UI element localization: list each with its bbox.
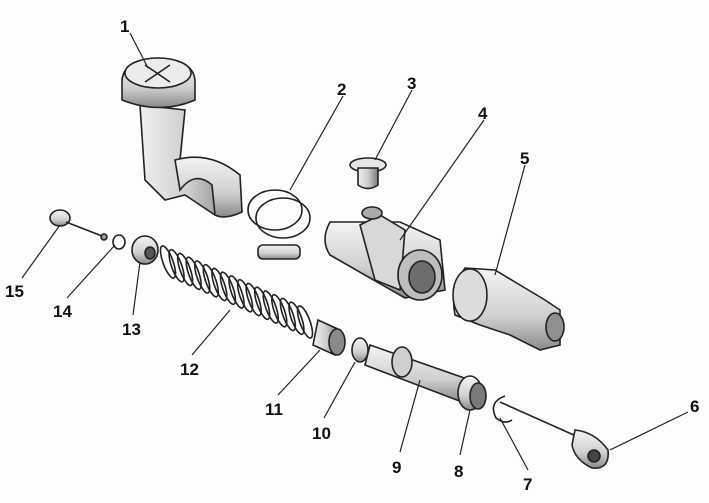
part-reservoir bbox=[121, 57, 243, 218]
part-pushrod bbox=[499, 401, 609, 469]
spring-coil bbox=[279, 297, 297, 332]
spring-coil bbox=[288, 301, 305, 336]
part-spring-seat bbox=[131, 235, 159, 265]
callout-9: 9 bbox=[392, 458, 401, 477]
leader-lines bbox=[21, 32, 689, 471]
part-hose-clamp bbox=[247, 189, 311, 260]
spring-coil bbox=[253, 286, 271, 321]
part-valve-stem bbox=[49, 209, 108, 241]
part-piston-seal bbox=[457, 375, 487, 411]
part-spring bbox=[159, 245, 314, 339]
spring-coil bbox=[296, 305, 314, 339]
callout-labels: 1 2 3 4 5 6 7 8 9 10 11 12 13 14 15 bbox=[5, 17, 699, 494]
spring-coil bbox=[176, 252, 194, 287]
callout-15: 15 bbox=[5, 282, 24, 301]
part-circlip bbox=[492, 395, 513, 423]
part-fitting bbox=[349, 157, 387, 190]
part-bushing bbox=[312, 318, 346, 357]
callout-3: 3 bbox=[407, 74, 416, 93]
part-cylinder-body bbox=[324, 206, 446, 301]
spring-coil bbox=[193, 260, 211, 294]
callout-5: 5 bbox=[520, 149, 529, 168]
spring-coil bbox=[245, 282, 262, 317]
callout-1: 1 bbox=[120, 17, 129, 36]
spring-coil bbox=[211, 267, 228, 302]
callout-14: 14 bbox=[53, 302, 72, 321]
callout-8: 8 bbox=[454, 462, 463, 481]
spring-coil bbox=[202, 263, 220, 298]
part-piston bbox=[364, 343, 472, 404]
part-seal bbox=[351, 337, 369, 363]
spring-coil bbox=[159, 245, 177, 279]
spring-coil bbox=[168, 248, 185, 283]
callout-13: 13 bbox=[122, 320, 141, 339]
part-rubber-boot bbox=[452, 267, 565, 351]
callout-6: 6 bbox=[690, 397, 699, 416]
spring-coil bbox=[262, 290, 280, 324]
spring-coil bbox=[271, 293, 288, 328]
callout-4: 4 bbox=[478, 104, 488, 123]
spring-coil bbox=[228, 275, 245, 309]
callout-11: 11 bbox=[265, 400, 283, 419]
callout-2: 2 bbox=[337, 80, 346, 99]
spring-coil bbox=[219, 271, 237, 306]
callout-10: 10 bbox=[312, 424, 331, 443]
spring-coil bbox=[236, 278, 254, 313]
spring-coil bbox=[185, 256, 202, 291]
callout-12: 12 bbox=[180, 360, 199, 379]
part-washer bbox=[112, 234, 126, 250]
callout-7: 7 bbox=[523, 475, 532, 494]
